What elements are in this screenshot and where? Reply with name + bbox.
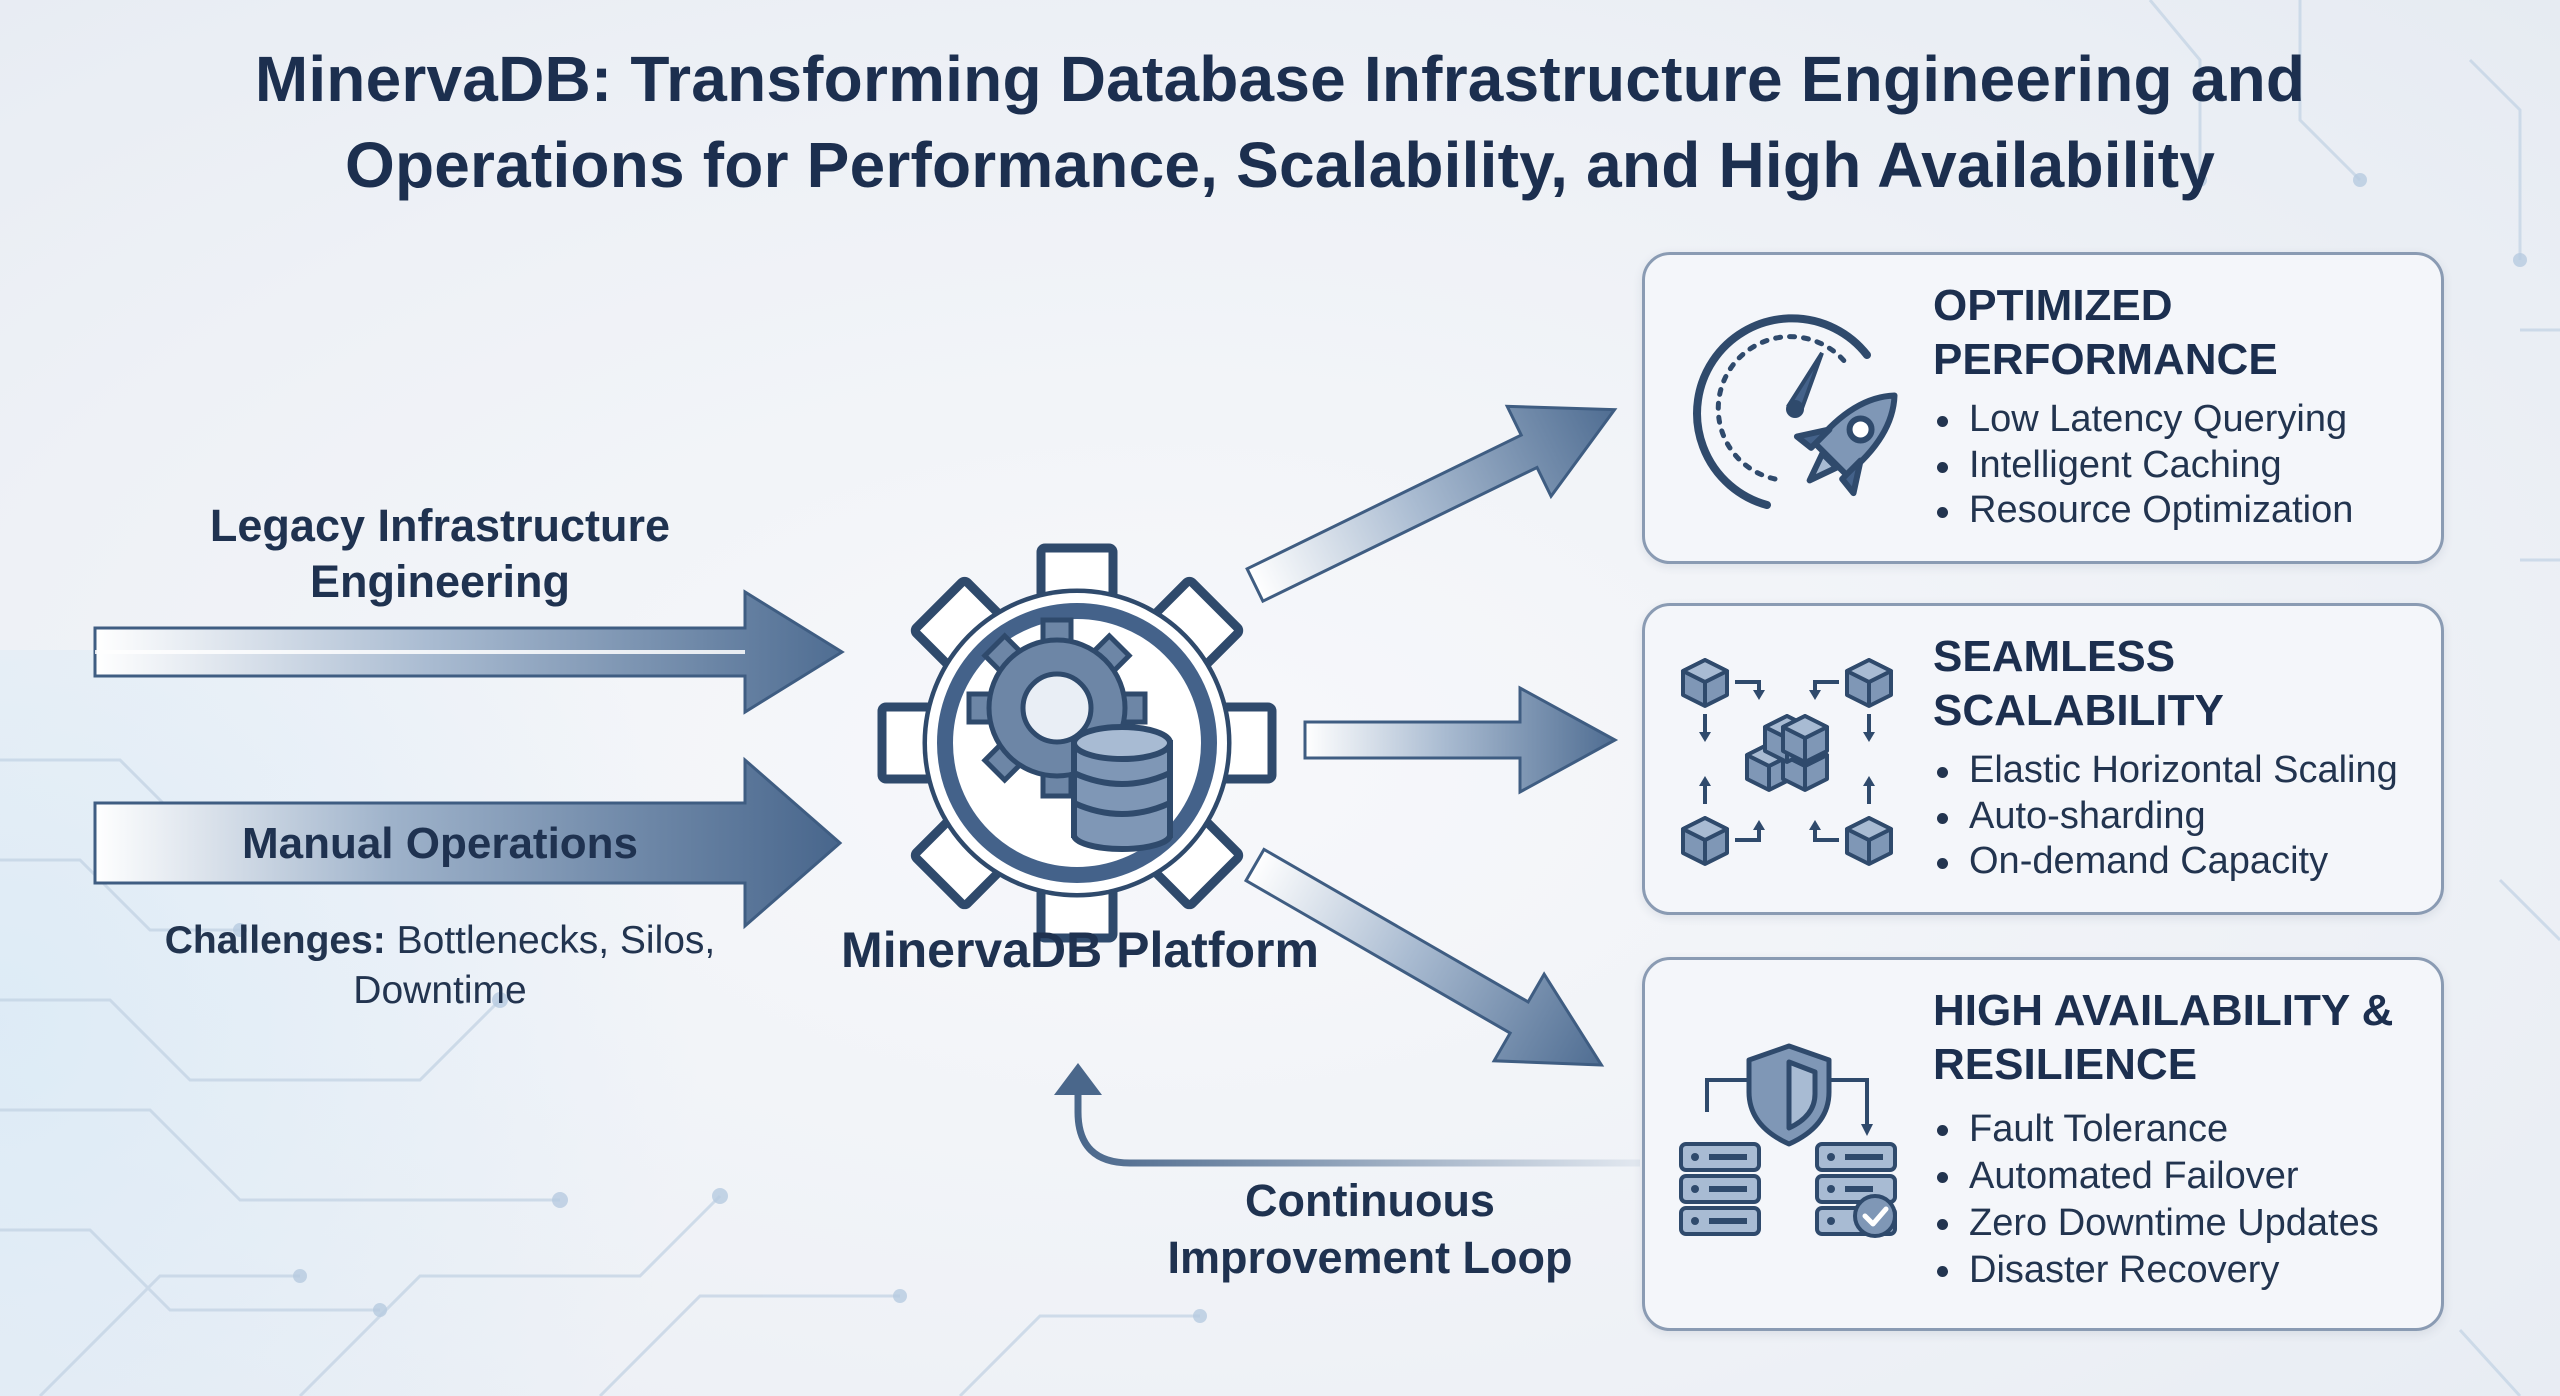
feature-list: Fault Tolerance Automated Failover Zero … [1933, 1106, 2379, 1294]
challenges-label: Challenges: [164, 919, 386, 962]
legacy-label: Legacy Infrastructure Engineering [209, 500, 671, 607]
availability-output-arrow [1243, 847, 1605, 1067]
manual-ops-input-arrow [93, 756, 843, 930]
feature-list: Elastic Horizontal Scaling Auto-sharding… [1933, 748, 2398, 885]
platform-gear-icon [877, 543, 1277, 943]
challenges-text: Challenges: Bottlenecks, Silos, Downtime [110, 916, 770, 1016]
feature-list: Low Latency Querying Intelligent Caching… [1933, 397, 2353, 534]
scalability-card: SEAMLESS SCALABILITY Elastic Horizontal … [1642, 603, 2444, 915]
list-item: Disaster Recovery [1933, 1247, 2379, 1294]
improvement-loop-label: Continuous Improvement Loop [1167, 1175, 1573, 1283]
list-item: Fault Tolerance [1933, 1106, 2379, 1153]
challenges-list: Bottlenecks, Silos, Downtime [353, 919, 716, 1012]
shield-servers-icon [1679, 1043, 1897, 1238]
performance-card: OPTIMIZED PERFORMANCE Low Latency Queryi… [1642, 252, 2444, 564]
list-item: Intelligent Caching [1933, 443, 2353, 489]
speedometer-rocket-icon [1693, 314, 1898, 509]
list-item: Automated Failover [1933, 1153, 2379, 1200]
performance-output-arrow [1245, 404, 1618, 604]
legacy-input-arrow [93, 589, 845, 715]
list-item: Auto-sharding [1933, 794, 2398, 840]
list-item: Zero Downtime Updates [1933, 1200, 2379, 1247]
list-item: On-demand Capacity [1933, 839, 2398, 885]
title-line-1: MinervaDB: Transforming Database Infrast… [254, 43, 2306, 115]
list-item: Resource Optimization [1933, 488, 2353, 534]
platform-label: MinervaDB Platform [841, 922, 1319, 978]
check-icon [1853, 1194, 1897, 1238]
list-item: Elastic Horizontal Scaling [1933, 748, 2398, 794]
title-line-2: Operations for Performance, Scalability,… [344, 129, 2216, 201]
card-title: SEAMLESS SCALABILITY [1933, 632, 2224, 735]
page-title: MinervaDB: Transforming Database Infrast… [0, 36, 2560, 208]
card-title: HIGH AVAILABILITY & RESILIENCE [1933, 986, 2394, 1089]
list-item: Low Latency Querying [1933, 397, 2353, 443]
improvement-loop-arrow [1054, 1063, 1640, 1167]
card-title: OPTIMIZED PERFORMANCE [1933, 281, 2278, 384]
manual-operations-label: Manual Operations [241, 819, 639, 868]
availability-card: HIGH AVAILABILITY & RESILIENCE Fault Tol… [1642, 957, 2444, 1331]
scaling-cubes-icon [1681, 658, 1893, 866]
scalability-output-arrow [1303, 685, 1619, 795]
